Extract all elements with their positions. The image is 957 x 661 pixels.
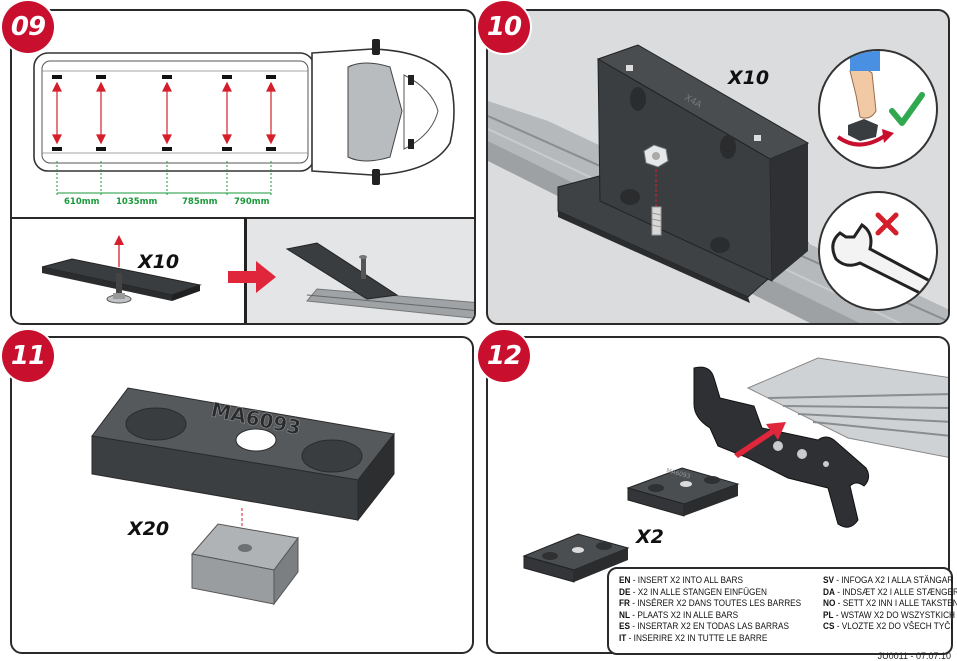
instruction-line: CS - VLOZTE X2 DO VŠECH TYČÍ [822, 621, 953, 632]
instruction-line: DA - INDSÆT X2 I ALLE STÆNGER [822, 586, 957, 598]
step-number-badge: 11 [2, 330, 54, 382]
step-09-lower-right [244, 217, 474, 323]
step-09-panel: 610mm 1035mm 785mm 790mm X10 [10, 9, 476, 325]
spacer-block-illustration: MA6093 [91, 387, 395, 606]
instruction-line: FR - INSÉRER X2 DANS TOUTES LES BARRES [619, 598, 802, 609]
no-wrench-circle [818, 191, 938, 311]
bar-insert-illustration: MA6093 [522, 357, 948, 583]
arrow-right-icon [228, 261, 276, 293]
step-number-badge: 12 [478, 330, 530, 382]
dimension-label: 790mm [234, 197, 270, 207]
dimension-label: 610mm [64, 197, 100, 207]
dimension-label: 1035mm [116, 197, 158, 207]
instruction-line: EN - INSERT X2 INTO ALL BARS [619, 575, 743, 586]
instruction-line: NL - PLAATS X2 IN ALLE BARS [619, 609, 739, 621]
step-09-lower-left: X10 [12, 217, 244, 323]
quantity-label: X10 [138, 251, 180, 273]
step-number-badge: 10 [478, 1, 530, 53]
instruction-line: IT - INSERIRE X2 IN TUTTE LE BARRE [619, 632, 768, 644]
quantity-label: X10 [728, 67, 770, 89]
step-number-badge: 09 [2, 1, 54, 53]
check-icon [889, 92, 925, 126]
instruction-line: NO - SETT X2 INN I ALLE TAKSTENGER [822, 598, 957, 609]
instruction-line: DE - X2 IN ALLE STANGEN EINFÜGEN [619, 586, 767, 598]
hand-tighten-icon [836, 51, 894, 147]
instructions-right-column: SV - INFOGA X2 I ALLA STÄNGAR DA - INDSÆ… [823, 575, 957, 653]
tighten-by-hand-circle [818, 49, 938, 169]
step-11-panel: MA6093 X20 [10, 336, 474, 654]
instruction-line: SV - INFOGA X2 I ALLA STÄNGAR [822, 575, 954, 586]
instruction-line: ES - INSERTAR X2 EN TODAS LAS BARRAS [619, 621, 789, 632]
t-bolt-plate-illustration [41, 235, 202, 304]
t-bolt-rail-illustration [285, 242, 474, 319]
quantity-label: X20 [128, 518, 170, 540]
step-10-panel: X4A X10 [486, 9, 950, 325]
multilingual-instructions: EN - INSERT X2 INTO ALL BARS DE - X2 IN … [607, 567, 957, 655]
instruction-line: PL - WSTAW X2 DO WSZYSTKICH PRĘTÓW [822, 609, 957, 621]
wrench-icon [831, 222, 933, 295]
dimension-label: 785mm [182, 197, 218, 207]
document-code: JU0011 - 07.07.10 [877, 651, 951, 661]
cross-icon [875, 212, 899, 236]
quantity-label: X2 [636, 526, 664, 548]
van-top-view [33, 39, 455, 197]
instructions-left-column: EN - INSERT X2 INTO ALL BARS DE - X2 IN … [619, 575, 831, 653]
